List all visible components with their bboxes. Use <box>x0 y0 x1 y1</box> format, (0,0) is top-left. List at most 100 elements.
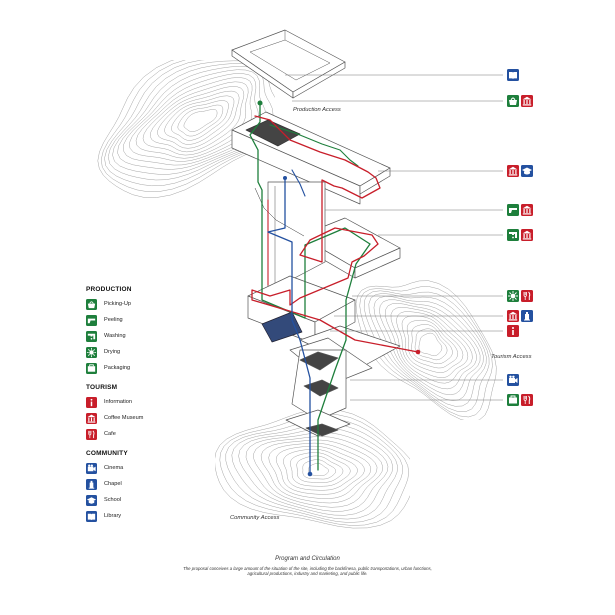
legend-item-label: School <box>104 497 122 503</box>
contour-line <box>368 293 487 407</box>
school-icon <box>521 165 533 177</box>
legend-item-label: Peeling <box>104 317 123 323</box>
legend-item-label: Library <box>104 513 122 519</box>
contour-line <box>384 303 477 390</box>
library-icon <box>86 510 97 522</box>
museum-icon <box>507 165 519 177</box>
legend-item-label: Cafe <box>104 431 116 437</box>
museum-icon <box>86 412 97 424</box>
contour-line <box>215 408 410 529</box>
faucet-icon <box>86 330 97 342</box>
legend-item-chapel: Chapel <box>86 476 236 492</box>
cinema-icon <box>86 462 97 474</box>
contour-line <box>401 315 464 373</box>
museum-icon <box>521 204 533 216</box>
contour-line <box>363 290 490 413</box>
legend-item-cafe: Cafe <box>86 426 236 442</box>
contour-line <box>411 324 453 365</box>
tourism-access-label: Tourism Access <box>491 354 532 360</box>
figure-caption-body: The proposal conceives a large amount of… <box>0 566 615 577</box>
legend-heading-production: PRODUCTION <box>86 286 132 293</box>
chapel-icon <box>86 478 97 490</box>
legend-item-washing: Washing <box>86 328 236 344</box>
legend-heading-tourism: TOURISM <box>86 384 118 391</box>
caption-line-2: agricultural productions, industry and m… <box>247 571 368 577</box>
peeling-icon <box>507 204 519 216</box>
cafe-icon <box>521 394 533 406</box>
contours-east <box>355 280 497 420</box>
contour-line <box>149 86 245 153</box>
contour-line <box>390 307 473 384</box>
contour-line <box>231 423 398 520</box>
community-start-node <box>283 176 287 180</box>
contour-line <box>238 428 394 516</box>
contour-line <box>308 463 329 476</box>
contour-line <box>245 432 389 512</box>
ramp-stair <box>254 187 305 237</box>
library-icon <box>507 69 519 81</box>
legend-heading-community: COMMUNITY <box>86 450 128 457</box>
production-access-node <box>257 100 263 106</box>
basket-icon <box>86 298 97 310</box>
museum-icon <box>521 229 533 241</box>
contour-line <box>414 328 448 361</box>
contour-line <box>219 413 410 526</box>
contour-line <box>406 319 459 369</box>
community-access-label: Community Access <box>230 515 279 521</box>
community-route-branch <box>291 169 306 197</box>
legend-item-picking-up: Picking-Up <box>86 296 236 312</box>
legend-item-label: Chapel <box>104 481 122 487</box>
community-access-node <box>307 471 313 477</box>
tourism-route <box>251 115 419 353</box>
package-icon <box>86 362 97 374</box>
caption-line-1: The proposal conceives a large amount of… <box>183 566 432 571</box>
legend-item-peeling: Peeling <box>86 312 236 328</box>
lower-building <box>247 275 356 345</box>
info-icon <box>86 396 97 408</box>
info-icon <box>507 325 519 337</box>
cafe-icon <box>86 428 97 440</box>
legend-item-packaging: Packaging <box>86 360 236 376</box>
leader-lines <box>285 74 503 401</box>
contour-line <box>418 332 443 357</box>
contour-line <box>177 104 224 137</box>
contour-line <box>268 442 372 499</box>
building-volumes <box>231 29 401 437</box>
contour-line <box>260 439 378 504</box>
legend-item-coffee-museum: Coffee Museum <box>86 410 236 426</box>
legend-item-label: Drying <box>104 349 121 355</box>
sun-icon <box>507 290 519 302</box>
legend-item-drying: Drying <box>86 344 236 360</box>
legend-item-information: Information <box>86 394 236 410</box>
sun-icon <box>86 346 97 358</box>
production-route-branch <box>269 124 359 167</box>
cafe-icon <box>521 290 533 302</box>
contour-line <box>290 452 351 487</box>
production-access-label: Production Access <box>293 107 341 113</box>
legend-item-label: Washing <box>104 333 126 339</box>
contour-line <box>183 109 218 132</box>
contour-line <box>275 445 365 495</box>
legend-item-label: Packaging <box>104 365 131 371</box>
contour-line <box>396 311 469 378</box>
circulation-routes <box>249 100 421 477</box>
contour-line <box>225 418 403 523</box>
contour-line <box>373 296 484 401</box>
production-route <box>249 102 371 471</box>
school-icon <box>86 494 97 506</box>
museum-icon <box>521 95 533 107</box>
contour-line <box>359 286 493 418</box>
contour-line <box>302 459 336 480</box>
legend-item-cinema: Cinema <box>86 460 236 476</box>
basket-icon <box>507 95 519 107</box>
package-icon <box>507 394 519 406</box>
contour-line <box>296 455 344 483</box>
figure-caption-title: Program and Circulation <box>275 556 340 562</box>
contour-line <box>283 449 358 491</box>
legend-item-label: Coffee Museum <box>104 415 144 421</box>
cinema-icon <box>507 374 519 386</box>
